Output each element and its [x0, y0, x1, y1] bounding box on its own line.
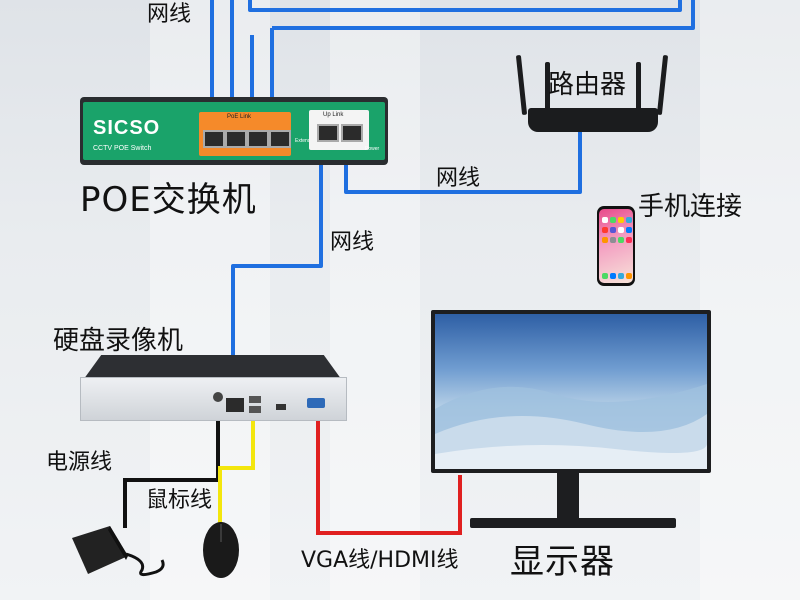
uplink-port [317, 124, 339, 142]
app-icon [618, 227, 624, 233]
smartphone-icon [597, 206, 635, 286]
app-icon [626, 237, 632, 243]
router-antenna [545, 62, 550, 110]
dock-icon [626, 273, 632, 279]
power-cable-label: 电源线 [46, 450, 113, 475]
network-cable [231, 140, 323, 404]
app-icon [610, 237, 616, 243]
mountain-wallpaper [435, 384, 707, 469]
poe-port [269, 130, 291, 148]
mouse-cable [218, 406, 255, 526]
app-icon [626, 227, 632, 233]
poe-port-panel: PoE Link [199, 112, 291, 156]
uplink-port-panel: Up Link [309, 110, 369, 150]
poe-port-title: PoE Link [227, 114, 252, 120]
dock-icon [610, 273, 616, 279]
nvr-top-cover [85, 355, 340, 377]
app-icon [602, 217, 608, 223]
background-light-band [700, 0, 800, 600]
app-icon [602, 237, 608, 243]
network-cable [248, 0, 682, 12]
usb-port [249, 396, 261, 403]
mouse-cable-label: 鼠标线 [146, 488, 213, 513]
nvr-device [80, 355, 347, 421]
app-icon [618, 217, 624, 223]
dock-icon [602, 273, 608, 279]
app-icon [618, 237, 624, 243]
monitor-screen [435, 314, 707, 469]
cable-label-router: 网线 [436, 166, 481, 191]
phone-connect-label: 手机连接 [638, 192, 743, 222]
poe-port [225, 130, 247, 148]
hdmi-port [276, 404, 286, 410]
nvr-label: 硬盘录像机 [53, 326, 184, 356]
dock-icon [618, 273, 624, 279]
uplink-title: Up Link [323, 112, 344, 118]
monitor-icon [431, 310, 711, 473]
phone-screen [599, 209, 633, 283]
monitor-stand-base [470, 518, 676, 528]
router-body [528, 108, 658, 132]
poe-switch-label: POE交换机 [80, 180, 257, 220]
vga-port [307, 398, 325, 408]
vga-cable [316, 410, 462, 535]
cable-label-mid: 网线 [330, 230, 375, 255]
usb-port [249, 406, 261, 413]
poe-model-text: CCTV POE Switch [93, 145, 152, 152]
app-icon [610, 227, 616, 233]
monitor-label: 显示器 [510, 542, 615, 582]
poe-brand-logo: SICSO [93, 117, 161, 139]
poe-switch-device: SICSO CCTV POE Switch PoE Link Extend Up… [80, 97, 388, 165]
network-cable [272, 0, 695, 30]
poe-port [247, 130, 269, 148]
network-cable [344, 126, 582, 194]
nvr-back-panel [80, 377, 347, 421]
poe-port [203, 130, 225, 148]
mouse-icon [203, 522, 239, 578]
vga-hdmi-label: VGA线/HDMI线 [301, 548, 459, 573]
monitor-stand-neck [557, 473, 579, 523]
uplink-port [341, 124, 363, 142]
extend-label: Extend [295, 138, 311, 144]
power-cable [123, 410, 220, 528]
power-adapter-icon [72, 526, 165, 577]
cable-label-top: 网线 [147, 2, 192, 27]
app-icon [610, 217, 616, 223]
app-icon [602, 227, 608, 233]
power-led-label: Power [365, 146, 380, 152]
poe-switch-faceplate: SICSO CCTV POE Switch PoE Link Extend Up… [83, 102, 385, 160]
dc-power-port [213, 392, 223, 402]
router-antenna [636, 62, 641, 110]
router-label: 路由器 [548, 70, 627, 100]
lan-port [226, 398, 244, 412]
app-icon [626, 217, 632, 223]
